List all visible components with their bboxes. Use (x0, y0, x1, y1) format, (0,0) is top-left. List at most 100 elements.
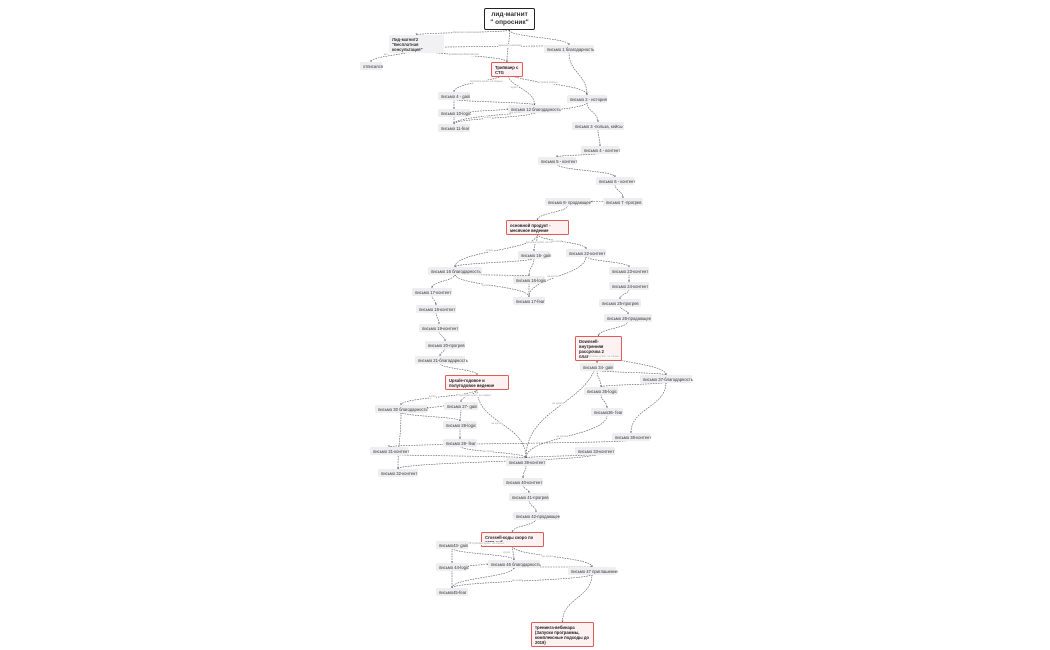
email-node[interactable]: письмо 23-контент (609, 267, 649, 275)
email-node[interactable]: письмо 27- gain (444, 402, 478, 410)
email-node[interactable]: письмо 1 благодарность (544, 45, 594, 53)
edge-connector (568, 51, 588, 96)
edge-connector (439, 362, 478, 376)
email-node[interactable]: письмо 44-logic (436, 563, 469, 571)
email-node[interactable]: письмо 47 приглашение (568, 567, 618, 575)
edge-connector (528, 257, 535, 277)
email-node[interactable]: письмо 35-logic (584, 387, 618, 395)
edge-connector (509, 29, 570, 46)
edge-connector (431, 294, 437, 306)
edge-label: не купил (491, 421, 502, 425)
email-node[interactable]: письмо 3 -польза, кейсы (572, 122, 624, 130)
edge-connector (630, 381, 667, 434)
email-node[interactable]: письмо 7 -прогрев (603, 198, 643, 206)
email-node[interactable]: письмо 32-контент (378, 469, 418, 477)
email-node[interactable]: отписался (360, 62, 383, 70)
edge-connector (614, 183, 624, 199)
edge-connector (597, 320, 629, 337)
email-node[interactable]: письмо 19-контент (419, 324, 459, 332)
edge-connector (467, 563, 489, 567)
edge-connector (619, 288, 630, 300)
email-node[interactable]: письмо 37-благодарность (640, 375, 693, 383)
email-node[interactable]: письмо 26-продающее (604, 314, 652, 322)
email-node[interactable]: письмо 40-контент (503, 478, 543, 486)
offer-node[interactable]: Crossell-коды скоро по 1000 руб (481, 532, 544, 547)
email-node[interactable]: письмо 20-прогрев (425, 341, 465, 349)
email-node[interactable]: Лид-магнит2 "Бесплатная консультация" (389, 35, 444, 53)
email-node[interactable]: письмо 15- gain (518, 251, 551, 259)
email-node[interactable]: письмо 28-logic (443, 421, 477, 429)
edge-connector (454, 257, 535, 268)
email-node[interactable]: письмо 18-контент (416, 305, 456, 313)
edge-connector (585, 255, 630, 268)
email-node[interactable]: письмо 33-контент (575, 447, 615, 455)
edge-label: не купил (483, 450, 494, 453)
edge-label: купил (486, 248, 494, 252)
offer-node[interactable]: Трипваер с CTG (491, 62, 523, 77)
email-node[interactable]: письмо 10-logic (438, 109, 471, 117)
edge-label: Заполнил опросник (453, 30, 477, 34)
edge-connector (528, 499, 537, 513)
edge-connector (536, 204, 569, 221)
email-node[interactable]: письмо 21-благодарность (415, 356, 468, 364)
email-node[interactable]: письмо 22-контент (566, 249, 606, 257)
email-node[interactable]: письмо 46 благодарность (488, 560, 541, 568)
email-node[interactable]: письмо 17-контент (412, 288, 452, 296)
email-node[interactable]: письмо43- gain (436, 541, 468, 549)
edge-label: нет (383, 53, 388, 56)
email-node[interactable]: письмо 24-контент (609, 282, 649, 290)
email-node[interactable]: письмо 17-fear (513, 297, 545, 305)
edge-connector (431, 273, 456, 289)
edge-label: не купил (556, 434, 567, 438)
email-node[interactable]: письмо36- fear (591, 408, 623, 416)
email-node[interactable]: письмо 41-прогрев (509, 493, 549, 501)
edge-label: не купил (547, 274, 558, 278)
edge-label: не купил (542, 554, 553, 558)
email-node[interactable]: письмо 12 благодарность (508, 105, 561, 113)
edge-label: купил (482, 283, 489, 287)
edge-connector (561, 573, 593, 623)
edge-connector (397, 453, 596, 470)
edge-connector (451, 566, 515, 589)
email-node[interactable]: письмо 38-контент (612, 433, 651, 441)
edge-connector (370, 47, 417, 63)
email-node[interactable]: письмо 25-прогрев (599, 299, 641, 307)
email-node[interactable]: письмо 16-logic (513, 276, 546, 284)
edge-connector (451, 547, 515, 561)
email-node[interactable]: письмо 30 благодарность (375, 405, 428, 413)
email-node[interactable]: письмо 8- продающее (545, 198, 591, 206)
start-node[interactable]: лид-магнит " опросник" (484, 8, 535, 30)
email-node[interactable]: письмо 2 - история (567, 95, 607, 103)
edge-label: не купил (512, 579, 523, 582)
edge-label: Купил/не купил, не открыл (459, 393, 491, 397)
edge-connector (556, 163, 616, 178)
edge-label: купил (429, 395, 436, 398)
email-node[interactable]: письмо 6 - контент (596, 177, 635, 185)
edge-connector (454, 233, 538, 268)
edge-connector (400, 411, 461, 422)
edge-connector (596, 369, 602, 388)
edge-label: Купил/не купил, не открыл (587, 354, 620, 358)
email-node[interactable]: письмо 4 - gain (438, 92, 470, 100)
email-node[interactable]: письмо 4 - контент (581, 146, 620, 154)
edge-connector (619, 305, 629, 315)
edge-connector (388, 439, 632, 448)
email-node[interactable]: письмо45-fear (436, 588, 468, 596)
email-node[interactable]: письмо 39-контент (506, 458, 546, 466)
email-node[interactable]: письмо 34- gain (580, 363, 614, 371)
offer-node[interactable]: основной продукт - месячное ведение (506, 220, 569, 235)
edge-connector (525, 453, 596, 459)
email-node[interactable]: письмо 29- fear (443, 439, 477, 447)
email-node[interactable]: письмо 11-fear (438, 124, 470, 132)
edge-connector (453, 111, 536, 125)
edge-label: Купил/не купил, не открыл (472, 541, 505, 545)
offer-node[interactable]: Upsale-годовое и полугодовое ведение (445, 375, 509, 390)
offer-node[interactable]: тренинга-вебинара (Запуски программы, ко… (531, 622, 594, 647)
email-node[interactable]: письмо 5 - контент (538, 157, 577, 165)
email-node[interactable]: письмо 42-продающее (513, 512, 560, 520)
email-node[interactable]: письмо 31-контент (370, 447, 409, 455)
email-node[interactable]: письмо 16 благодарность (428, 267, 482, 275)
edge-label: не купил (552, 402, 563, 405)
edge-connector (397, 411, 402, 470)
